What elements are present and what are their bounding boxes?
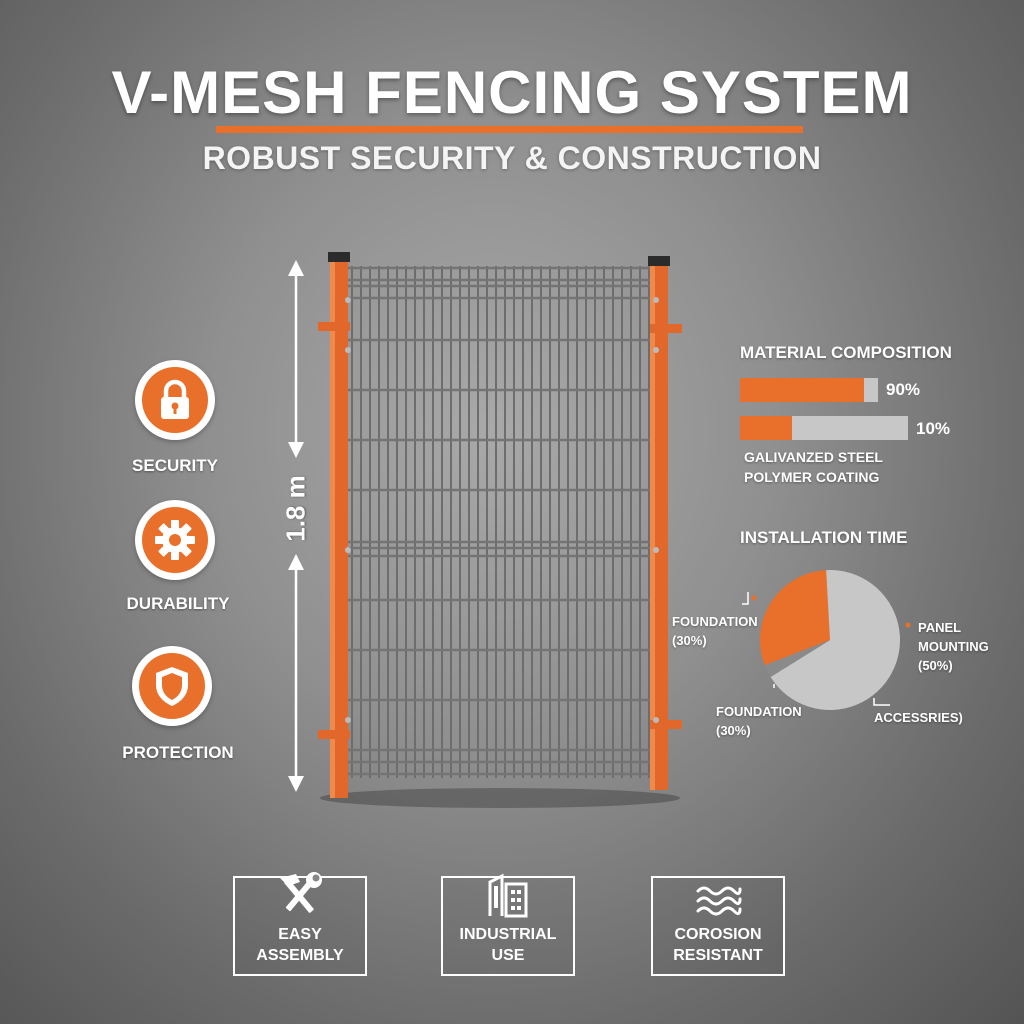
- shield-icon: [156, 667, 188, 706]
- pie-label-foundation-bottom-name: FOUNDATION: [716, 704, 802, 719]
- material-bar-2-pct: 10%: [916, 419, 951, 438]
- height-dimension-arrow: [288, 260, 304, 792]
- material-bar-1-pct: 90%: [886, 380, 921, 399]
- pie-label-foundation-top: FOUNDATION (30%): [672, 612, 758, 650]
- waves-icon: [696, 886, 742, 916]
- badge-industrial-use: INDUSTRIAL USE: [441, 873, 575, 976]
- pie-label-accessories: ACCESSRIES): [874, 710, 963, 725]
- gear-icon: [155, 520, 195, 560]
- feature-durability: [135, 500, 215, 580]
- material-bar-2: [740, 416, 908, 440]
- hammer-wrench-icon: [280, 872, 322, 913]
- material-heading: MATERIAL COMPOSITION: [740, 343, 952, 362]
- badge-easy-assembly: EASY ASSEMBLY: [233, 872, 367, 976]
- security-badge: [135, 360, 215, 440]
- badge-corrosion-resistant-label-1: COROSION: [674, 926, 762, 943]
- padlock-icon: [161, 379, 189, 419]
- installation-heading: INSTALLATION TIME: [740, 528, 908, 547]
- page-subtitle: ROBUST SECURITY & CONSTRUCTION: [202, 140, 822, 176]
- material-bar-2-track: [740, 416, 908, 440]
- pie-label-panel-mounting-name: PANEL MOUNTING: [918, 620, 989, 654]
- feature-protection: [132, 646, 212, 726]
- installation-pie-chart: [760, 570, 900, 710]
- pie-label-panel-mounting: PANEL MOUNTING (50%): [918, 618, 1024, 675]
- material-bar-2-fill: [740, 416, 792, 440]
- fence-panel-illustration: [318, 252, 682, 808]
- building-icon: [488, 873, 528, 918]
- pie-label-foundation-bottom-pct: (30%): [716, 723, 751, 738]
- badge-corrosion-resistant-label-2: RESISTANT: [673, 947, 763, 964]
- pie-slice-0: [760, 570, 830, 666]
- material-bar-1: [740, 378, 878, 402]
- protection-badge: [132, 646, 212, 726]
- feature-durability-label: DURABILITY: [126, 594, 230, 613]
- badge-corrosion-resistant: COROSION RESISTANT: [651, 876, 785, 976]
- feature-security: [135, 360, 215, 440]
- material-bar-1-track: [740, 378, 878, 402]
- pie-label-foundation-top-name: FOUNDATION: [672, 614, 758, 629]
- title-underline: [216, 126, 803, 133]
- feature-security-label: SECURITY: [132, 456, 218, 475]
- pie-slice-2: [764, 640, 830, 678]
- feature-protection-label: PROTECTION: [122, 743, 234, 762]
- material-legend-steel: GALIVANZED STEEL: [744, 449, 883, 465]
- material-bar-1-fill: [740, 378, 865, 402]
- pie-label-foundation-top-pct: (30%): [672, 633, 707, 648]
- badge-easy-assembly-label: EASY ASSEMBLY: [256, 926, 344, 964]
- pie-label-panel-mounting-pct: (50%): [918, 658, 953, 673]
- badge-industrial-use-label: INDUSTRIAL USE: [459, 926, 557, 964]
- pie-leader-lines: [742, 592, 911, 706]
- durability-badge: [135, 500, 215, 580]
- page-title: V-MESH FENCING SYSTEM: [111, 59, 913, 126]
- material-legend-coating: POLYMER COATING: [744, 469, 880, 485]
- pie-label-foundation-bottom: FOUNDATION (30%): [716, 702, 802, 740]
- pie-slice-1: [770, 570, 900, 710]
